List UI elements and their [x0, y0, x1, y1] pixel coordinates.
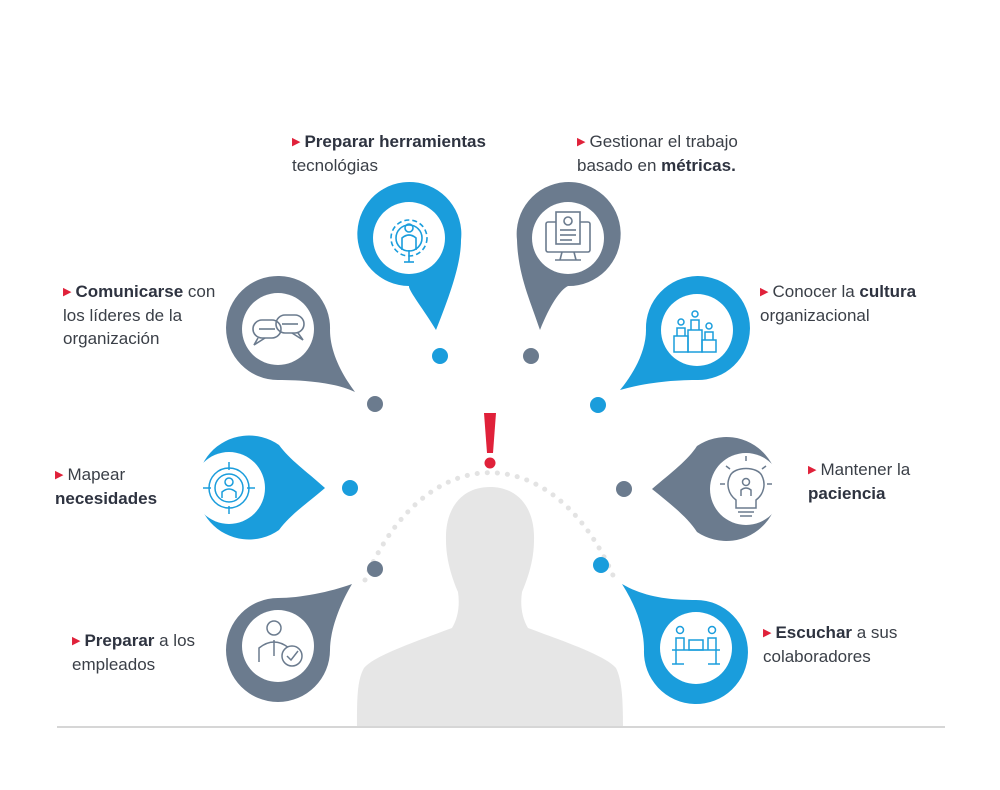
connector-dot — [523, 348, 539, 364]
bullet-arrow-icon: ▶ — [577, 136, 586, 148]
label-necesidades: ▶Mapear necesidades — [55, 465, 158, 508]
target-person-icon — [203, 462, 255, 514]
team-podium-icon — [673, 310, 717, 353]
exclamation-icon — [484, 413, 496, 469]
pin-comunicarse — [226, 276, 355, 392]
gear-person-icon — [390, 219, 428, 263]
pin-empleados — [226, 584, 352, 702]
label-cultura: ▶Conocer la cultura organizacional — [760, 282, 917, 325]
pin-herramientas — [357, 182, 462, 330]
pin-paciencia — [652, 437, 782, 541]
pin-necesidades — [193, 435, 325, 540]
connector-dot — [367, 561, 383, 577]
connector-dot — [342, 480, 358, 496]
connector-dot — [616, 481, 632, 497]
label-empleados: ▶Preparar a los empleados — [72, 631, 196, 674]
person-silhouette — [357, 487, 623, 726]
monitor-profile-icon — [545, 211, 591, 261]
bullet-arrow-icon: ▶ — [292, 136, 301, 148]
desk-meeting-icon — [672, 625, 720, 665]
pin-cultura — [620, 276, 750, 390]
pin-metricas — [516, 182, 621, 330]
connector-dot — [432, 348, 448, 364]
lightbulb-person-icon — [720, 456, 772, 517]
bullet-arrow-icon: ▶ — [72, 635, 81, 647]
connector-dot — [367, 396, 383, 412]
label-herramientas: ▶Preparar herramientas tecnológias — [292, 132, 486, 175]
bullet-arrow-icon: ▶ — [763, 627, 772, 639]
person-check-icon — [258, 620, 303, 667]
speech-bubbles-icon — [252, 314, 305, 346]
connector-dot — [590, 397, 606, 413]
bullet-arrow-icon: ▶ — [808, 464, 817, 476]
bullet-arrow-icon: ▶ — [760, 286, 769, 298]
bullet-arrow-icon: ▶ — [63, 286, 72, 298]
bullet-arrow-icon: ▶ — [55, 469, 64, 481]
label-paciencia: ▶Mantener la paciencia — [808, 460, 911, 503]
label-metricas: ▶Gestionar el trabajo basado en métricas… — [577, 132, 738, 175]
pin-escuchar — [622, 584, 748, 704]
dotted-arc — [362, 470, 618, 583]
label-escuchar: ▶Escuchar a sus colaboradores — [763, 623, 898, 666]
label-comunicarse: ▶Comunicarse con los líderes de la organ… — [63, 282, 216, 348]
connector-dot — [593, 557, 609, 573]
